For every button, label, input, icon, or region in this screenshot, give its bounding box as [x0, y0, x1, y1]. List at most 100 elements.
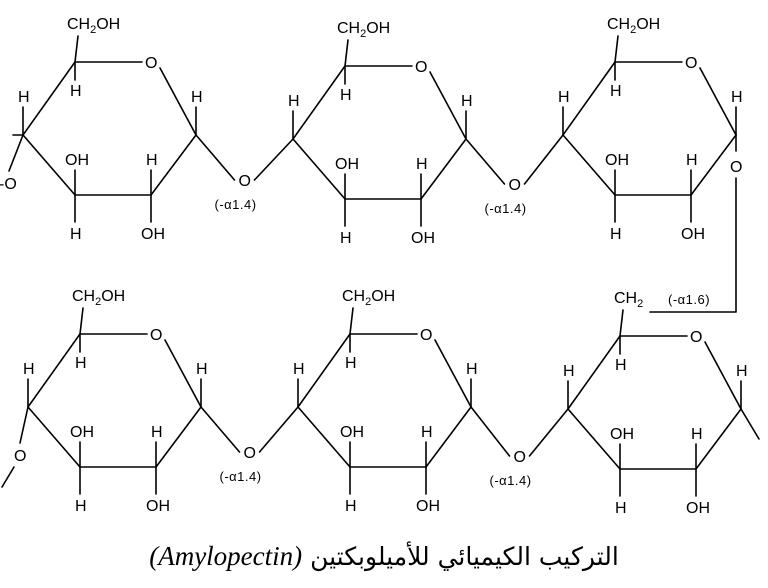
- ring-bottom-1-oh-c3: OH: [70, 424, 94, 441]
- ring-top-3-hydroxymethyl: CH2OH: [607, 16, 660, 36]
- bottom-right-end-bond: [740, 408, 760, 440]
- bridge-bottom-1-bond-in: [200, 406, 241, 453]
- ring-bottom-3-h-c2: H: [691, 426, 703, 443]
- ring-top-1-bond-c4-c5: [22, 61, 76, 136]
- ring-top-2-oh-c2: OH: [411, 230, 435, 247]
- ring-top-3-oh-c3: OH: [605, 152, 629, 169]
- ring-bottom-3-bond-o-c1: [704, 341, 742, 410]
- ring-top-1-bond-c1-c2: [150, 134, 197, 196]
- ring-bottom-1-oh-c2: OH: [146, 498, 170, 515]
- ring-top-1-h-c4: H: [18, 89, 30, 106]
- linkage-label-top-1: (-α1.4): [215, 197, 257, 212]
- ring-top-3-h-c1: H: [731, 89, 743, 106]
- bottom-left-o-bond: [19, 406, 29, 444]
- ring-bottom-1-h-c1: H: [196, 361, 208, 378]
- ring-bottom-1-hydroxymethyl: CH2OH: [72, 288, 125, 308]
- ring-bottom-1-bond-c4-c5: [27, 333, 81, 408]
- ring-top-1-ring-oxygen: O: [145, 55, 157, 72]
- ring-top-2-ring-oxygen: O: [415, 59, 427, 76]
- ring-top-2-h-c1: H: [461, 93, 473, 110]
- ring-top-1-h-c3: H: [70, 226, 82, 243]
- ring-bottom-3-bond-c3-c4: [567, 408, 621, 470]
- linkage-label-bottom-2: (-α1.4): [490, 473, 532, 488]
- linkage-label-top-2: (-α1.4): [485, 201, 527, 216]
- ring-bottom-2-ring-oxygen: O: [420, 327, 432, 344]
- branch-1-6-bond: [649, 177, 737, 313]
- ring-top-3-bond-o-c1: [699, 67, 737, 136]
- ring-bottom-2-hydroxymethyl: CH2OH: [342, 288, 395, 308]
- ring-bottom-3-bond-c1-c2: [695, 408, 742, 470]
- ring-bottom-1-h-c4: H: [23, 361, 35, 378]
- ring-top-3-h-c5: H: [610, 83, 622, 100]
- caption-latin-name: (Amylopectin): [149, 541, 303, 571]
- ring-bottom-3-bond-c4-c5: [567, 335, 621, 410]
- ring-bottom-1-bond-c1-c2: [155, 406, 202, 468]
- ring-bottom-3-ring-oxygen: O: [690, 329, 702, 346]
- ring-top-1-hydroxymethyl: CH2OH: [67, 16, 120, 36]
- linkage-label-alpha16: (-α1.6): [668, 292, 710, 307]
- ring-bottom-3-h-c5: H: [615, 357, 627, 374]
- ring-top-2-h-c5: H: [340, 87, 352, 104]
- ring-top-2-oh-c3: OH: [335, 156, 359, 173]
- bridge-bottom-2-oxygen: O: [514, 449, 526, 466]
- ring-top-3-bond-c3-c4: [562, 134, 616, 196]
- ring-top-2-hydroxymethyl: CH2OH: [337, 20, 390, 40]
- bridge-top-1-oxygen: O: [239, 173, 251, 190]
- ring-top-3-h-c2: H: [686, 152, 698, 169]
- ring-top-1-h-c1: H: [191, 89, 203, 106]
- ring-bottom-3-bond-c5-ch2: [619, 309, 624, 337]
- ring-bottom-1-h-c2: H: [151, 424, 163, 441]
- ring-bottom-1-bond-c3-c4: [27, 406, 81, 468]
- ring-top-1-bond-o-c1: [159, 67, 197, 136]
- caption-arabic-title: التركيب الكيميائي للأميلوبكتين: [310, 542, 619, 571]
- ring-bottom-1-ring-oxygen: O: [150, 327, 162, 344]
- bottom-left-end-bond: [1, 466, 15, 488]
- ring-top-3-bond-c4-c5: [562, 61, 616, 136]
- bridge-bottom-2-bond-in: [470, 406, 511, 457]
- ring-bottom-3-h-c4: H: [563, 363, 575, 380]
- ring-bottom-2-oh-c2: OH: [416, 498, 440, 515]
- ring-bottom-1-bond-o-c1: [164, 339, 202, 408]
- ring-top-2-bond-c1-c2: [420, 138, 467, 200]
- ring-top-3-bond-c1-c2: [690, 134, 737, 196]
- ring-top-1-h-c2: H: [146, 152, 158, 169]
- ring-top-3-h-c3: H: [610, 226, 622, 243]
- bottom-left-oxygen: O: [14, 448, 26, 465]
- bridge-bottom-1-bond-out: [258, 406, 299, 453]
- ring-top-3-oh-c2: OH: [681, 226, 705, 243]
- ring-top-2-h-c2: H: [416, 156, 428, 173]
- bridge-bottom-2-bond-out: [528, 408, 569, 457]
- ring-top-1-bond-c3-c4: [22, 134, 76, 196]
- bridge-top-1-bond-in: [195, 134, 236, 181]
- linkage-label-bottom-1: (-α1.4): [220, 469, 262, 484]
- bridge-top-2-bond-out: [523, 134, 564, 185]
- ring-bottom-1-h-c3: H: [75, 498, 87, 515]
- ring-bottom-2-oh-c3: OH: [340, 424, 364, 441]
- ring-top-2-bond-c5-ch2: [344, 39, 349, 67]
- ring-bottom-2-h-c4: H: [293, 361, 305, 378]
- ring-top-3-bond-c5-ch2: [614, 35, 619, 63]
- ring-bottom-2-bond-c1-c2: [425, 406, 472, 468]
- ring-top-2-bond-o-c1: [429, 71, 467, 140]
- ring-bottom-3-h-c3: H: [615, 500, 627, 517]
- ring-top-1-oh-c2: OH: [141, 226, 165, 243]
- ring-top-1-oh-c3: OH: [65, 152, 89, 169]
- top-left-end-oxygen: -O: [0, 176, 17, 193]
- bridge-top-1-bond-out: [253, 138, 294, 181]
- ring-top-1-h-c5: H: [70, 83, 82, 100]
- top-left-o-bond: [8, 134, 24, 172]
- ring-top-2-bond-c4-c5: [292, 65, 346, 140]
- figure-caption: (Amylopectin) التركيب الكيميائي للأميلوب…: [0, 541, 768, 585]
- ring-bottom-3-methylene: CH2: [614, 290, 643, 310]
- ring-bottom-2-h-c1: H: [466, 361, 478, 378]
- ring-bottom-1-bond-c5-ch2: [79, 307, 84, 335]
- ring-bottom-2-h-c2: H: [421, 424, 433, 441]
- ring-bottom-2-bond-c4-c5: [297, 333, 351, 408]
- ring-top-1-bond-c5-ch2: [74, 35, 79, 63]
- ring-bottom-1-h-c5: H: [75, 355, 87, 372]
- ring-bottom-2-bond-c3-c4: [297, 406, 351, 468]
- ring-bottom-2-bond-c5-ch2: [349, 307, 354, 335]
- ring-bottom-3-oh-c3: OH: [610, 426, 634, 443]
- ring-top-2-h-c3: H: [340, 230, 352, 247]
